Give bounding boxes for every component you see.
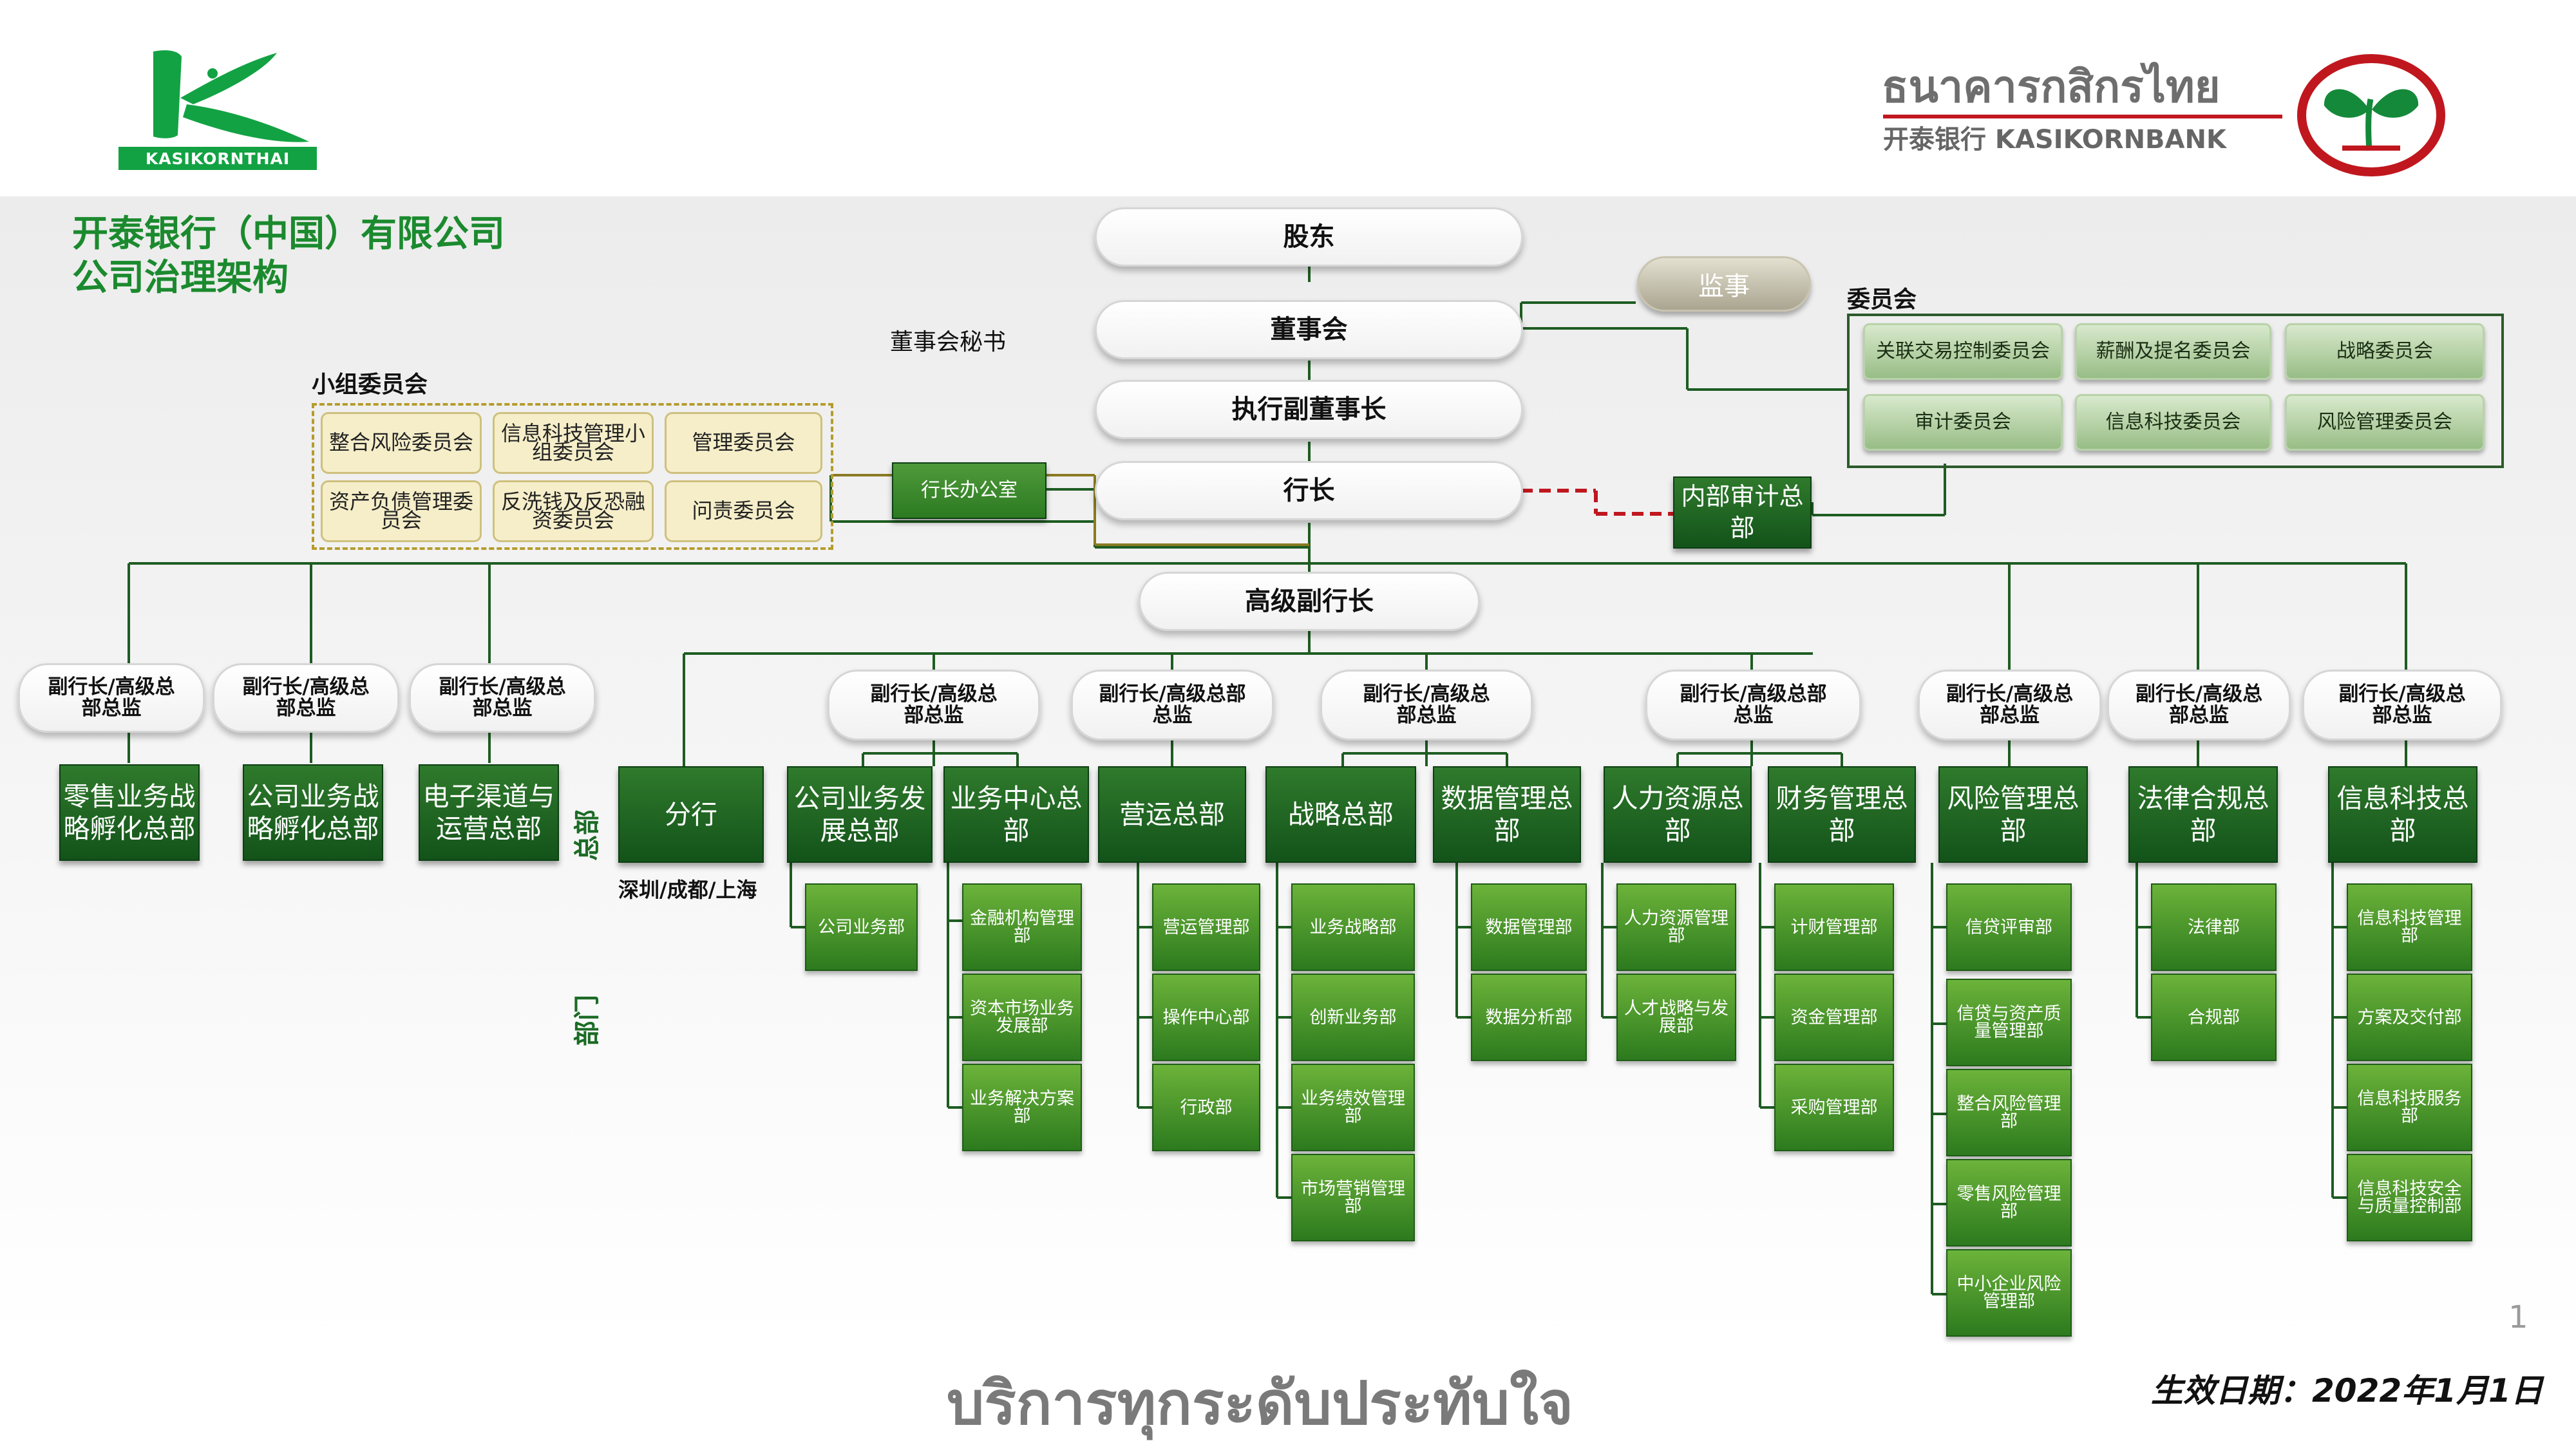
kasikornbank-logo: ธนาคารกสิกรไทย 开泰银行 KASIKORNBANK (1868, 52, 2447, 180)
dept-hr-management: 人力资源管理部 (1616, 883, 1736, 971)
vp-pill-corporate-incubation: 副行长/高级总部总监 (213, 663, 399, 733)
executive-vice-chairman-node: 执行副董事长 (1095, 380, 1523, 439)
branch-cities-label: 深圳/成都/上海 (618, 878, 757, 902)
footer-slogan: บริการทุกระดับประทับใจ (947, 1368, 1574, 1438)
subcommittee-aml-cft: 反洗钱及反恐融资委员会 (493, 480, 654, 542)
dept-operation-center: 操作中心部 (1152, 974, 1260, 1061)
subcommittee-accountability: 问责委员会 (665, 480, 822, 542)
subcommittee-integrated-risk: 整合风险委员会 (321, 412, 482, 474)
dept-compliance: 合规部 (2151, 974, 2277, 1061)
sub-committees-frame (312, 403, 833, 550)
kasikornbank-sub-name: 开泰银行 KASIKORNBANK (1883, 125, 2226, 155)
hq-finance: 财务管理总部 (1768, 766, 1916, 863)
dept-operations-management: 营运管理部 (1152, 883, 1260, 971)
subcommittee-it-management: 信息科技管理小组委员会 (493, 412, 654, 474)
committee-strategy: 战略委员会 (2285, 323, 2485, 380)
subcommittee-management: 管理委员会 (665, 412, 822, 474)
dept-talent-strategy: 人才战略与发展部 (1616, 974, 1736, 1061)
hq-human-resources: 人力资源总部 (1604, 766, 1752, 863)
committees-frame (1847, 314, 2504, 468)
dept-data-management: 数据管理部 (1471, 883, 1587, 971)
kbank-emblem-icon (2297, 54, 2445, 176)
vp-pill-legal: 副行长/高级总部总监 (2107, 670, 2291, 740)
dept-it-services: 信息科技服务部 (2347, 1064, 2472, 1151)
dept-business-solutions: 业务解决方案部 (962, 1064, 1082, 1151)
committee-remuneration-nomination: 薪酬及提名委员会 (2075, 323, 2271, 380)
dept-integrated-risk: 整合风险管理部 (1946, 1069, 2072, 1156)
hq-operations: 营运总部 (1098, 766, 1246, 863)
president-node: 行长 (1095, 461, 1523, 520)
vp-pill-corporate-business: 副行长/高级总部总监 (828, 670, 1040, 740)
hq-corporate-business-development: 公司业务发展总部 (787, 766, 933, 863)
dept-retail-risk: 零售风险管理部 (1946, 1159, 2072, 1247)
vp-pill-it: 副行长/高级总部总监 (2302, 670, 2502, 740)
supervisor-node: 监事 (1637, 256, 1811, 312)
committees-title: 委员会 (1847, 287, 1917, 313)
dept-credit-asset-quality: 信贷与资产质量管理部 (1946, 979, 2072, 1066)
page-title-line1: 开泰银行（中国）有限公司 (72, 213, 505, 255)
dept-innovation-business: 创新业务部 (1291, 974, 1415, 1061)
hq-e-channel-operations: 电子渠道与运营总部 (419, 764, 559, 861)
committee-audit: 审计委员会 (1863, 394, 2063, 451)
hq-corporate-incubation: 公司业务战略孵化总部 (243, 764, 383, 861)
dept-corporate-business: 公司业务部 (805, 883, 918, 971)
dept-sme-risk: 中小企业风险管理部 (1946, 1249, 2072, 1337)
president-office-node: 行长办公室 (892, 462, 1046, 519)
k-logo-icon (153, 50, 309, 142)
departments-label: 部门 (573, 995, 602, 1046)
logo-red-underline (1883, 115, 2282, 118)
dept-treasury: 资金管理部 (1774, 974, 1894, 1061)
kasikornthai-logo: KASIKORNTHAI (116, 45, 322, 174)
dept-it-management: 信息科技管理部 (2347, 883, 2472, 971)
dept-marketing-management: 市场营销管理部 (1291, 1154, 1415, 1241)
kasikornthai-logo-text: KASIKORNTHAI (118, 147, 317, 170)
dept-credit-review: 信贷评审部 (1946, 883, 2072, 971)
page-title-line2: 公司治理架构 (72, 257, 289, 299)
committee-risk-management: 风险管理委员会 (2285, 394, 2485, 451)
vp-pill-strategy: 副行长/高级总部总监 (1320, 670, 1533, 740)
dept-performance-management: 业务绩效管理部 (1291, 1064, 1415, 1151)
vp-pill-risk: 副行长/高级总部总监 (1918, 670, 2101, 740)
board-node: 董事会 (1095, 300, 1523, 359)
dept-solution-delivery: 方案及交付部 (2347, 974, 2472, 1061)
dept-legal: 法律部 (2151, 883, 2277, 971)
dept-business-strategy: 业务战略部 (1291, 883, 1415, 971)
hq-business-center: 业务中心总部 (943, 766, 1089, 863)
vp-pill-operations: 副行长/高级总部总监 (1071, 670, 1274, 740)
hq-strategy: 战略总部 (1265, 766, 1416, 863)
vp-pill-hr-finance: 副行长/高级总部总监 (1645, 670, 1861, 740)
hq-legal-compliance: 法律合规总部 (2128, 766, 2278, 863)
board-secretary-label: 董事会秘书 (890, 329, 1007, 355)
committee-it: 信息科技委员会 (2075, 394, 2271, 451)
internal-audit-node: 内部审计总部 (1673, 476, 1812, 549)
dept-procurement: 采购管理部 (1774, 1064, 1894, 1151)
dept-planning-finance: 计财管理部 (1774, 883, 1894, 971)
subcommittee-alm: 资产负债管理委员会 (321, 480, 482, 542)
dept-capital-markets: 资本市场业务发展部 (962, 974, 1082, 1061)
hq-data-management: 数据管理总部 (1433, 766, 1581, 863)
kasikornbank-thai-name: ธนาคารกสิกรไทย (1882, 61, 2221, 113)
hq-retail-incubation: 零售业务战略孵化总部 (59, 764, 200, 861)
committee-related-transaction: 关联交易控制委员会 (1863, 323, 2063, 380)
dept-data-analysis: 数据分析部 (1471, 974, 1587, 1061)
dept-it-security-quality: 信息科技安全与质量控制部 (2347, 1154, 2472, 1241)
vp-pill-retail: 副行长/高级总部总监 (18, 663, 205, 733)
hq-it: 信息科技总部 (2328, 766, 2477, 863)
hq-risk-management: 风险管理总部 (1938, 766, 2088, 863)
hq-branches: 分行 (618, 766, 764, 863)
page-number: 1 (2508, 1299, 2528, 1335)
headquarters-label: 总部 (573, 809, 602, 861)
dept-financial-institutions: 金融机构管理部 (962, 883, 1082, 971)
senior-evp-node: 高级副行长 (1139, 572, 1480, 631)
shareholders-node: 股东 (1095, 207, 1523, 267)
sub-committees-title: 小组委员会 (312, 372, 428, 398)
effective-date: 生效日期：2022年1月1日 (2151, 1372, 2543, 1409)
vp-pill-e-channel: 副行长/高级总部总监 (409, 663, 596, 733)
dept-administration: 行政部 (1152, 1064, 1260, 1151)
